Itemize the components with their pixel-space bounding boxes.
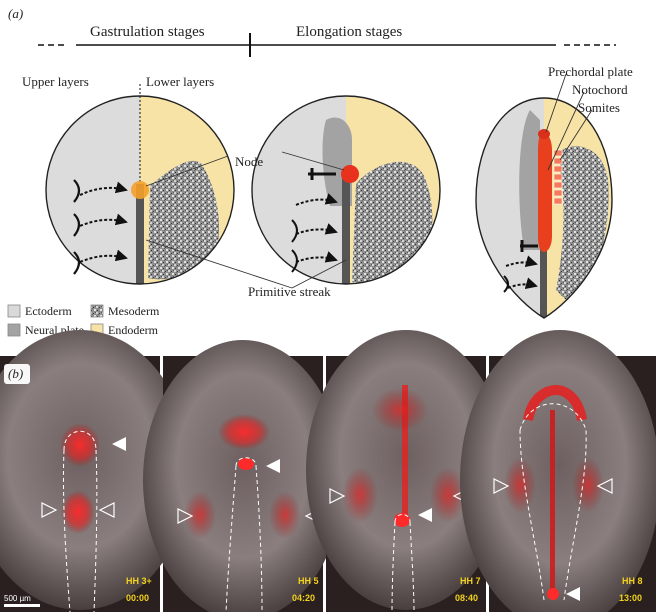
- mesoderm-region: [352, 161, 433, 284]
- arrowhead-marker: [418, 508, 432, 522]
- legend-label-mesoderm: Mesoderm: [108, 304, 160, 318]
- legend-label-endoderm: Endoderm: [108, 323, 159, 337]
- time-lapse-frame-2: HH 5 04:20: [143, 340, 343, 612]
- panel-b: HH 3+ 00:00 500 µm HH 5 04:20: [0, 330, 656, 612]
- frame-1-time: 00:00: [126, 593, 149, 603]
- panel-b-label: (b): [8, 366, 23, 381]
- prechordal-signal: [372, 388, 428, 432]
- node-marker: [131, 181, 149, 199]
- node-signal: [394, 513, 410, 527]
- upper-layers-label: Upper layers: [22, 74, 89, 89]
- legend-swatch-ectoderm: [7, 304, 21, 318]
- notochord-signal: [550, 410, 555, 595]
- prechordal-signal: [61, 490, 95, 534]
- frame-4-stage: HH 8: [622, 576, 643, 586]
- primitive-streak: [136, 184, 144, 284]
- embryo-stage-3: [475, 97, 613, 319]
- prechordal-plate-label: Prechordal plate: [548, 64, 633, 79]
- somites-label: Somites: [578, 100, 620, 115]
- mesoderm-region: [556, 146, 609, 300]
- panel-a: (a) Gastrulation stages Elongation stage…: [7, 6, 633, 337]
- open-arrowhead-marker: [177, 508, 194, 524]
- somites: [553, 149, 563, 205]
- open-arrowhead-marker: [329, 488, 346, 504]
- arrowhead-marker: [112, 437, 126, 451]
- primitive-streak: [540, 240, 547, 318]
- frame-3-time: 08:40: [455, 593, 478, 603]
- ingression-arrows: [291, 168, 338, 273]
- legend-swatch-mesoderm: [90, 304, 104, 318]
- frame-4-time: 13:00: [619, 593, 642, 603]
- frame-2-stage: HH 5: [298, 576, 319, 586]
- lower-layers-label: Lower layers: [146, 74, 214, 89]
- panel-b-label-badge: [4, 364, 30, 384]
- prechordal-signal: [218, 414, 270, 450]
- primitive-streak: [342, 178, 350, 284]
- notochord-label: Notochord: [572, 82, 628, 97]
- leader-lines: [145, 73, 593, 289]
- node-marker: [341, 165, 359, 183]
- node-signal: [238, 458, 254, 470]
- open-arrowhead-marker: [98, 502, 115, 518]
- mesoderm-signal: [342, 467, 378, 523]
- node-label: Node: [235, 154, 263, 169]
- legend-swatch-neural-plate: [7, 323, 21, 337]
- mesoderm-signal: [184, 491, 216, 539]
- embryo-outline: [475, 97, 613, 319]
- timeline: Gastrulation stages Elongation stages: [38, 24, 616, 57]
- mesoderm-signal: [572, 457, 604, 513]
- time-lapse-frame-3: HH 7 08:40: [306, 330, 506, 612]
- ingression-arrows: [73, 179, 128, 275]
- time-lapse-frame-1: HH 3+ 00:00 500 µm: [0, 330, 190, 612]
- legend-label-ectoderm: Ectoderm: [25, 304, 72, 318]
- gastrulation-label: Gastrulation stages: [90, 24, 205, 40]
- mesoderm-signal: [269, 491, 301, 539]
- notochord-signal: [402, 385, 408, 515]
- neural-plate-region: [519, 110, 540, 250]
- embryo-stage-2: [251, 95, 441, 285]
- frame-2-time: 04:20: [292, 593, 315, 603]
- open-arrowhead-marker: [596, 478, 613, 494]
- embryo-outline: [251, 95, 441, 285]
- time-lapse-frame-4: HH 8 13:00: [460, 330, 656, 612]
- notochord: [538, 132, 552, 252]
- elongation-label: Elongation stages: [296, 24, 402, 40]
- mesoderm-signal: [430, 467, 466, 523]
- node-signal: [60, 423, 100, 467]
- arrowhead-marker: [266, 459, 280, 473]
- mesoderm-region: [148, 160, 220, 280]
- prechordal-plate: [538, 129, 550, 139]
- arrowhead-marker: [566, 587, 580, 601]
- node-signal: [547, 588, 559, 600]
- panel-a-label: (a): [8, 6, 23, 21]
- scale-bar: [4, 604, 40, 607]
- ingression-arrows: [503, 240, 538, 293]
- mesoderm-signal: [504, 457, 536, 513]
- frame-1-stage: HH 3+: [126, 576, 152, 586]
- open-arrowhead-marker: [493, 478, 510, 494]
- primitive-streak-label: Primitive streak: [248, 284, 331, 299]
- prechordal-signal: [523, 384, 587, 422]
- scale-bar-label: 500 µm: [4, 594, 31, 603]
- open-arrowhead-marker: [41, 502, 58, 518]
- frame-3-stage: HH 7: [460, 576, 481, 586]
